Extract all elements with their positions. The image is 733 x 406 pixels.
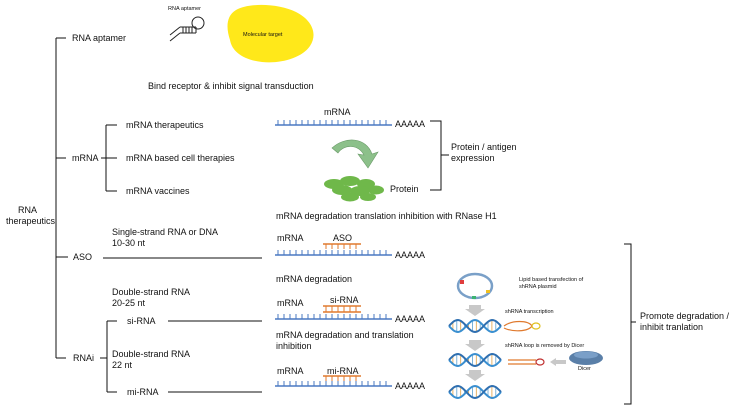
mirna-desc-line2: 22 nt: [112, 360, 133, 370]
sirna-desc-line1: Double-strand RNA: [112, 287, 191, 297]
shrna-step1-line1: Lipid based transfection of: [519, 277, 584, 283]
tree-lines: [55, 37, 636, 405]
branch-sirna: si-RNA: [127, 316, 156, 326]
mrna-item-cell-therapies: mRNA based cell therapies: [126, 153, 235, 163]
curved-arrow-icon: [331, 139, 379, 169]
aptamer-caption: Bind receptor & inhibit signal transduct…: [148, 81, 314, 91]
mirna-strand: [275, 375, 392, 387]
dicer-label: Dicer: [578, 366, 591, 372]
aso-mrna-label: mRNA: [277, 233, 304, 243]
mrna-item-vaccines: mRNA vaccines: [126, 186, 190, 196]
mirna-desc-line1: Double-strand RNA: [112, 349, 191, 359]
branch-mrna: mRNA: [72, 153, 99, 163]
protein-cluster: [324, 176, 384, 202]
dna-helix-icon: [448, 318, 502, 334]
shrna-step2: shRNA transcription: [505, 309, 554, 315]
aso-heading: mRNA degradation translation inhibition …: [276, 211, 497, 221]
down-arrow-icon: [465, 305, 485, 316]
degradation-outcome-line1: Promote degradation /: [640, 311, 730, 321]
aptamer-icon-label: RNA aptamer: [168, 6, 202, 12]
dna-helix-icon: [448, 384, 502, 400]
molecular-target-label: Molecular target: [243, 32, 283, 38]
branch-rna-aptamer: RNA aptamer: [72, 33, 127, 43]
shrna-step1-line2: shRNA plasmid: [519, 284, 557, 290]
shrna-step3: shRNA loop is removed by Dicer: [505, 343, 585, 349]
shrna-hairpin-icon: [508, 359, 536, 365]
root-label-line2: therapeutics: [6, 216, 56, 226]
aso-desc-line2: 10-30 nt: [112, 238, 146, 248]
mrna-strand-label: mRNA: [324, 107, 351, 117]
protein-label: Protein: [390, 184, 419, 194]
aso-oligo-label: ASO: [333, 233, 353, 243]
sirna-strand: [275, 305, 392, 320]
left-arrow-icon: [550, 358, 566, 366]
down-arrow-icon: [465, 370, 485, 381]
protein-expression-line1: Protein / antigen: [451, 142, 517, 152]
mrna-item-therapeutics: mRNA therapeutics: [126, 120, 204, 130]
mrna-strand-1: [275, 120, 392, 126]
dna-helix-icon: [448, 352, 502, 368]
poly-a-tail: AAAAA: [395, 314, 426, 324]
poly-a-tail: AAAAA: [395, 381, 426, 391]
protein-expression-line2: expression: [451, 153, 495, 163]
sirna-mrna-label: mRNA: [277, 298, 304, 308]
down-arrow-icon: [465, 340, 485, 351]
root-label-line1: RNA: [18, 205, 38, 215]
branch-mirna: mi-RNA: [127, 387, 159, 397]
mirna-mrna-label: mRNA: [277, 366, 304, 376]
poly-a-tail: AAAAA: [395, 250, 426, 260]
plasmid-icon: [456, 272, 494, 300]
branch-rnai: RNAi: [73, 353, 95, 363]
shrna-panel: [448, 272, 603, 400]
sirna-desc-line2: 20-25 nt: [112, 298, 146, 308]
branch-aso: ASO: [73, 252, 93, 262]
poly-a-tail: AAAAA: [395, 119, 426, 129]
mirna-heading-line1: mRNA degradation and translation: [276, 330, 414, 340]
degradation-outcome-line2: inhibit tranlation: [640, 322, 704, 332]
sirna-oligo-label: si-RNA: [330, 295, 359, 305]
aso-strand: [275, 243, 392, 256]
sirna-heading: mRNA degradation: [276, 274, 353, 284]
molecular-target-shape: [227, 4, 314, 63]
aso-desc-line1: Single-strand RNA or DNA: [112, 227, 219, 237]
mirna-oligo-label: mi-RNA: [327, 366, 359, 376]
aptamer-icon: [169, 16, 205, 42]
mirna-heading-line2: inhibition: [276, 341, 312, 351]
shrna-hairpin-icon: [503, 320, 533, 332]
